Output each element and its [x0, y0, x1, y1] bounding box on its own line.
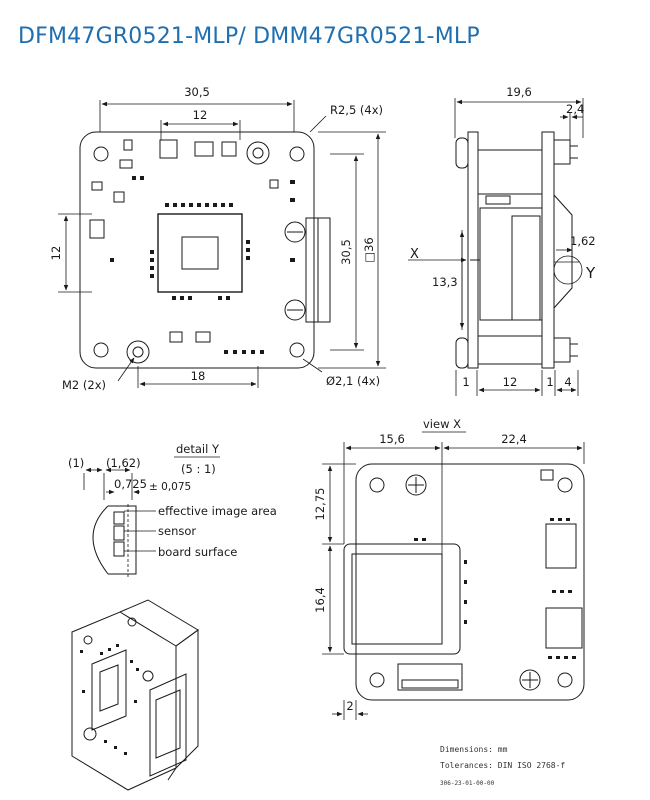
front-right-screw-2 [284, 299, 306, 321]
view-x-connector [343, 543, 461, 655]
iso-sensor [91, 649, 127, 731]
side-connector [479, 207, 543, 321]
footer-code: 306-23-01-00-00 [440, 780, 495, 787]
side-bottom-dim-4: 4 [564, 375, 571, 389]
view-x-board-outline [355, 463, 585, 701]
side-front-board [467, 131, 479, 369]
side-bottom-dim-2: 12 [503, 375, 518, 389]
view-x-dim-v2: 16,4 [313, 587, 327, 613]
front-hole-tl [93, 146, 109, 162]
side-bottom-dim-1: 1 [462, 375, 469, 389]
detail-scale: (5 : 1) [181, 462, 216, 476]
side-screw-bottom [553, 337, 571, 363]
front-width-label: 30,5 [184, 85, 210, 99]
detail-tolerance: ± 0,075 [149, 481, 191, 493]
front-hole-label: Ø2,1 (4x) [326, 374, 380, 388]
detail-dim-b: (1,62) [106, 456, 141, 470]
footer-tolerances: Tolerances: DIN ISO 2768-f [440, 761, 565, 770]
front-height-left-label: 12 [49, 246, 63, 261]
detail-y [83, 456, 220, 578]
side-standoff-tl [455, 137, 469, 169]
front-bottom-screw [126, 340, 150, 364]
iso-connector [149, 673, 187, 777]
view-x-smd-dots [414, 518, 576, 659]
front-smd-dots [110, 176, 295, 354]
detail-y-circle [553, 255, 583, 285]
view-x-dim-v1: 12,75 [313, 488, 327, 521]
front-inner-width-label: 12 [193, 108, 208, 122]
front-height-right-label: 30,5 [339, 239, 353, 265]
front-hole-br [289, 342, 305, 358]
view-x-screw-top [405, 474, 427, 496]
detail-label-sensor: sensor [158, 524, 196, 538]
detail-dim-c: 0,725 [114, 477, 147, 491]
side-screw-top [553, 139, 571, 165]
view-x [343, 463, 585, 701]
iso-smd-dots [80, 644, 139, 755]
side-width-label: 19,6 [506, 85, 532, 99]
side-view [455, 131, 578, 369]
front-sensor-center [181, 236, 219, 270]
side-back-board [541, 131, 555, 369]
side-y-label: Y [585, 264, 596, 282]
view-x-screw-bottom [519, 669, 541, 691]
iso-front-board [71, 611, 177, 791]
front-square-label: □36 [362, 237, 376, 263]
side-standoff-bl [455, 337, 469, 369]
isometric-view [71, 599, 199, 791]
detail-dim-a: (1) [68, 456, 84, 470]
front-hole-tr [289, 146, 305, 162]
side-bottom-dim-3: 1 [546, 375, 553, 389]
front-hole-bl [93, 342, 109, 358]
view-x-dim-left: 15,6 [379, 432, 405, 446]
front-right-screw-1 [284, 221, 306, 243]
view-x-bottom-connector [397, 663, 463, 691]
front-radius-label: R2,5 (4x) [330, 103, 383, 117]
side-x-label: X [410, 247, 419, 262]
front-mount-label: M2 (2x) [62, 378, 106, 392]
view-x-dim-bottom: 2 [346, 699, 353, 713]
page-title: DFM47GR0521-MLP/ DMM47GR0521-MLP [18, 24, 480, 49]
side-dimensions [408, 98, 584, 396]
view-x-dimensions [322, 431, 585, 720]
view-x-dim-right: 22,4 [501, 432, 527, 446]
side-offset-label: 2,4 [566, 102, 584, 116]
side-connector-inner [511, 215, 541, 321]
side-housing-top [477, 149, 543, 195]
front-dimensions [58, 100, 386, 388]
detail-label-board-surface: board surface [158, 545, 237, 559]
front-sensor [157, 213, 243, 293]
side-13-3-label: 13,3 [432, 275, 458, 289]
view-x-title: view X [423, 417, 461, 431]
detail-title: detail Y [176, 442, 220, 456]
footer-dimensions: Dimensions: mm [440, 745, 508, 754]
front-board-outline [79, 131, 315, 369]
side-housing-bottom [477, 335, 543, 365]
front-bottom-width-label: 18 [191, 369, 206, 383]
detail-label-effective-area: effective image area [158, 504, 277, 518]
front-top-screw [246, 141, 270, 165]
side-1-62-label: 1,62 [570, 234, 596, 248]
front-view [79, 131, 331, 369]
